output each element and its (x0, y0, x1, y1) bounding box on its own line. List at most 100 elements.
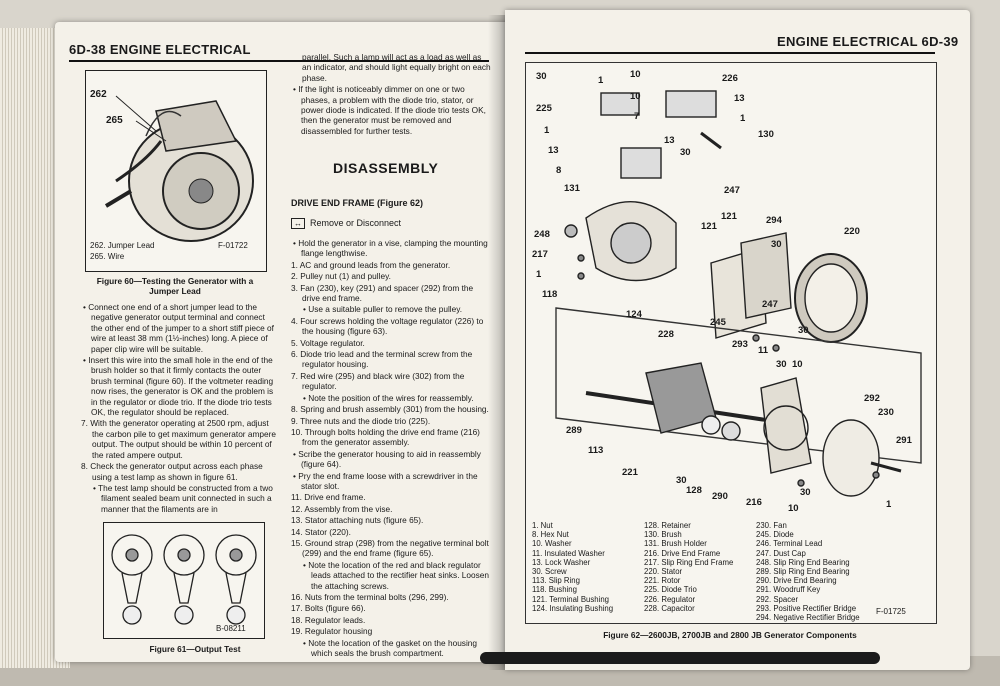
part-callout: 10 (788, 503, 799, 514)
part-callout: 13 (664, 135, 675, 146)
part-callout: 128 (686, 485, 702, 496)
figure-62-caption: Figure 62—2600JB, 2700JB and 2800 JB Gen… (603, 630, 857, 640)
paragraph: • Note the location of the red and black… (303, 559, 490, 591)
paragraph: 8. Spring and brush assembly (301) from … (291, 404, 489, 415)
part-callout: 220 (844, 226, 860, 237)
part-callout: 131 (564, 183, 580, 194)
part-callout: 30 (798, 325, 809, 336)
part-callout: 226 (722, 73, 738, 84)
part-callout: 294 (766, 215, 782, 226)
right-page: ENGINE ELECTRICAL 6D-39 (505, 10, 970, 670)
paragraph: 15. Ground strap (298) from the negative… (291, 537, 489, 559)
paragraph: 17. Bolts (figure 66). (291, 603, 366, 614)
remove-disconnect-label: ↔Remove or Disconnect (291, 218, 401, 229)
paragraph: • Insert this wire into the small hole i… (83, 355, 274, 418)
paragraph: • Pry the end frame loose with a screwdr… (293, 470, 478, 491)
paragraph: 7. With the generator operating at 2500 … (81, 418, 277, 460)
part-callout: 10 (792, 359, 803, 370)
legend-item: 248. Slip Ring End Bearing (756, 557, 850, 567)
test-lamp-illustration (111, 534, 257, 625)
paragraph: • Note the position of the wires for rea… (303, 392, 474, 403)
part-callout: 30 (800, 487, 811, 498)
remove-text: Remove or Disconnect (310, 218, 402, 228)
figure-60-caption: Figure 60—Testing the Generator with a J… (96, 276, 254, 296)
part-callout: 7 (634, 111, 640, 122)
part-callout: 1 (740, 113, 746, 124)
right-header-rule (525, 52, 935, 54)
exploded-generator-illustration (555, 90, 922, 497)
part-callout: 1 (886, 499, 892, 510)
part-callout: 225 (536, 103, 552, 114)
legend-item: 228. Capacitor (644, 603, 695, 613)
paragraph: • The test lamp should be constructed fr… (93, 482, 273, 514)
part-callout: 245 (710, 317, 726, 328)
part-callout: 11 (758, 345, 769, 356)
legend-item: 118. Bushing (532, 585, 577, 595)
part-callout: 292 (864, 393, 880, 404)
part-callout: 30 (536, 71, 547, 82)
part-callout: 1 (598, 75, 604, 86)
legend-item: 293. Positive Rectifier Bridge (756, 603, 857, 613)
legend-item: 245. Diode (756, 530, 794, 540)
paragraph: 9. Three nuts and the diode trio (225). (291, 415, 431, 426)
paragraph: • Connect one end of a short jumper lead… (83, 302, 274, 354)
left-column-text: • Connect one end of a short jumper lead… (81, 302, 277, 515)
legend-item: 216. Drive End Frame (644, 548, 721, 558)
legend-item: 130. Brush (644, 530, 682, 540)
paragraph: 18. Regulator leads. (291, 614, 366, 625)
legend-item: 11. Insulated Washer (532, 548, 605, 558)
part-callout: 247 (724, 185, 740, 196)
part-callout: 230 (878, 407, 894, 418)
legend-item: 30. Screw (532, 567, 567, 577)
part-callout: 248 (534, 229, 550, 240)
figure-61-output-test: B-08211 (103, 522, 265, 639)
callout-265: 265 (106, 115, 123, 126)
legend-item: 292. Spacer (756, 594, 799, 604)
part-callout: 30 (680, 147, 691, 158)
part-callout: 121 (721, 211, 737, 222)
right-page-header: ENGINE ELECTRICAL 6D-39 (777, 34, 959, 49)
legend-item: 291. Woodruff Key (756, 585, 821, 595)
legend-item: 230. Fan (756, 521, 787, 530)
part-callout: 217 (532, 249, 548, 260)
part-callout: 118 (542, 289, 558, 300)
left-header-rule (69, 60, 489, 62)
drive-end-frame-header: DRIVE END FRAME (Figure 62) (291, 198, 424, 208)
part-callout: 247 (762, 299, 778, 310)
paragraph: 19. Regulator housing (291, 626, 373, 637)
figure-61-caption: Figure 61—Output Test (149, 644, 241, 654)
fig60-legend-2: 265. Wire (90, 252, 125, 261)
legend-item: 131. Brush Holder (644, 539, 707, 549)
paragraph: 8. Check the generator output across eac… (81, 461, 263, 482)
legend-item: 246. Terminal Lead (756, 539, 823, 549)
part-callout: 293 (732, 339, 748, 350)
part-callout: 130 (758, 129, 774, 140)
legend-item: 226. Regulator (644, 594, 696, 604)
paragraph: 14. Stator (220). (291, 526, 351, 537)
legend-item: 10. Washer (532, 539, 572, 549)
part-callout: 30 (776, 359, 787, 370)
part-callout: 13 (548, 145, 559, 156)
paragraph: 2. Pulley nut (1) and pulley. (291, 271, 391, 282)
paragraph: parallel. Such a lamp will act as a load… (302, 52, 491, 83)
part-callout: 30 (771, 239, 782, 250)
generator-illustration (104, 95, 254, 242)
legend-item: 290. Drive End Bearing (756, 576, 837, 586)
paragraph: 10. Through bolts holding the drive end … (291, 426, 480, 448)
legend-item: 121. Terminal Bushing (532, 594, 610, 604)
paragraph: 6. Diode trio lead and the terminal scre… (291, 349, 473, 370)
disassembly-steps: • Hold the generator in a vise, clamping… (291, 238, 491, 659)
part-callout: 291 (896, 435, 912, 446)
paragraph: • Note the location of the gasket on the… (303, 637, 478, 659)
part-callout: 1 (544, 125, 550, 136)
part-callout: 10 (630, 91, 641, 102)
figure-60-generator: 262 265 262. Jumper Lead 265. Wire F-017… (85, 70, 267, 272)
legend-item: 8. Hex Nut (532, 530, 569, 540)
paragraph: 7. Red wire (295) and black wire (302) f… (291, 370, 465, 392)
disassembly-title: DISASSEMBLY (333, 160, 439, 176)
part-callout: 289 (566, 425, 582, 436)
left-page: 6D-38 ENGINE ELECTRICAL 262 265 262. Jum… (55, 22, 510, 662)
